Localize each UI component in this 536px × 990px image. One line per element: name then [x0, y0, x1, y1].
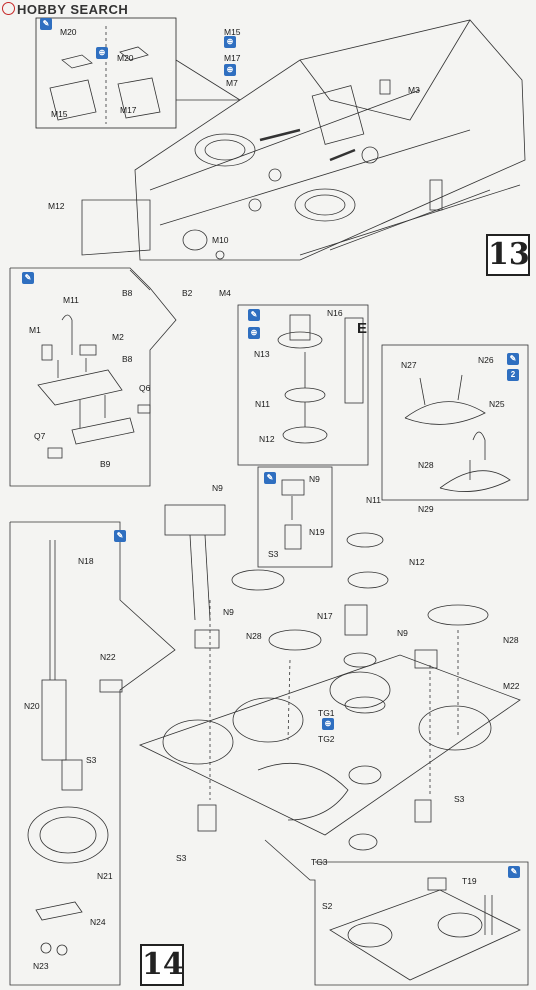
paint-icon: ✎ [40, 18, 52, 30]
part-label: TG1 [318, 708, 335, 718]
part-label: M15 [224, 27, 241, 37]
part-label: M12 [48, 201, 65, 211]
part-label: S3 [86, 755, 97, 765]
part-label: M2 [112, 332, 124, 342]
part-label: N12 [409, 557, 425, 567]
part-label: M4 [219, 288, 231, 298]
glue-icon: ⊕ [248, 327, 260, 339]
part-label: N25 [489, 399, 505, 409]
part-label: B8 [122, 288, 133, 298]
part-label: N9 [212, 483, 223, 493]
part-label: M15 [51, 109, 68, 119]
part-label: N21 [97, 871, 113, 881]
glue-icon: ⊕ [96, 47, 108, 59]
glue-icon: ⊕ [322, 718, 334, 730]
part-label: N23 [33, 961, 49, 971]
detail-t19 [264, 839, 529, 986]
part-label: N9 [397, 628, 408, 638]
part-label: N9 [223, 607, 234, 617]
part-label: T19 [462, 876, 477, 886]
part-label: N28 [246, 631, 262, 641]
step-number-14: 14 [140, 944, 184, 986]
part-label: M1 [29, 325, 41, 335]
part-label: M11 [63, 295, 79, 305]
inset-m15-m17 [35, 17, 241, 129]
hull-top [81, 19, 526, 261]
part-label: TG2 [318, 734, 335, 744]
part-label: B2 [182, 288, 193, 298]
detail-e [237, 304, 369, 466]
part-label: N20 [24, 701, 40, 711]
glue-icon: ⊕ [224, 36, 236, 48]
part-label: S3 [176, 853, 187, 863]
part-label: N11 [366, 495, 381, 505]
glue-icon: ⊕ [224, 64, 236, 76]
part-label: N24 [90, 917, 106, 927]
part-label: M17 [224, 53, 241, 63]
paint-icon: ✎ [507, 353, 519, 365]
part-label: S3 [454, 794, 465, 804]
part-label: S2 [322, 901, 333, 911]
paint-icon: ✎ [264, 472, 276, 484]
part-label: N13 [254, 349, 270, 359]
part-label: N12 [259, 434, 275, 444]
part-label: N28 [503, 635, 519, 645]
part-label: Q7 [34, 431, 46, 441]
part-label: S3 [268, 549, 279, 559]
part-label: M3 [408, 85, 420, 95]
detail-n18 [9, 521, 176, 986]
part-label: M20 [117, 53, 134, 63]
part-label: N26 [478, 355, 494, 365]
part-label: N29 [418, 504, 434, 514]
brand-logo-icon [2, 2, 15, 15]
brand-text: HOBBY SEARCH [17, 2, 129, 17]
paint-icon: ✎ [508, 866, 520, 878]
paint-icon: ✎ [22, 272, 34, 284]
part-label: TG3 [311, 857, 328, 867]
part-label: N19 [309, 527, 325, 537]
part-label: M17 [120, 105, 137, 115]
part-label: B8 [122, 354, 133, 364]
part-label: N17 [317, 611, 333, 621]
detail-n25 [381, 344, 529, 501]
paint-icon: ✎ [248, 309, 260, 321]
part-label: N11 [255, 399, 270, 409]
part-label: N22 [100, 652, 116, 662]
part-label: N18 [78, 556, 94, 566]
part-label: N9 [309, 474, 320, 484]
detail-b8 [9, 267, 177, 487]
part-label: M20 [60, 27, 77, 37]
part-label: M22 [503, 681, 520, 691]
hull-floor [138, 504, 521, 851]
part-label: B9 [100, 459, 111, 469]
detail-e-label: E [357, 320, 368, 337]
part-label: Q6 [139, 383, 151, 393]
part-label: M10 [212, 235, 229, 245]
count-2-icon: 2 [507, 369, 519, 381]
step-number-13: 13 [486, 234, 530, 276]
paint-icon: ✎ [114, 530, 126, 542]
brand-watermark: HOBBY SEARCH [2, 2, 128, 17]
part-label: M7 [226, 78, 238, 88]
detail-n19 [257, 466, 333, 568]
part-label: N28 [418, 460, 434, 470]
part-label: N27 [401, 360, 417, 370]
part-label: N16 [327, 308, 343, 318]
